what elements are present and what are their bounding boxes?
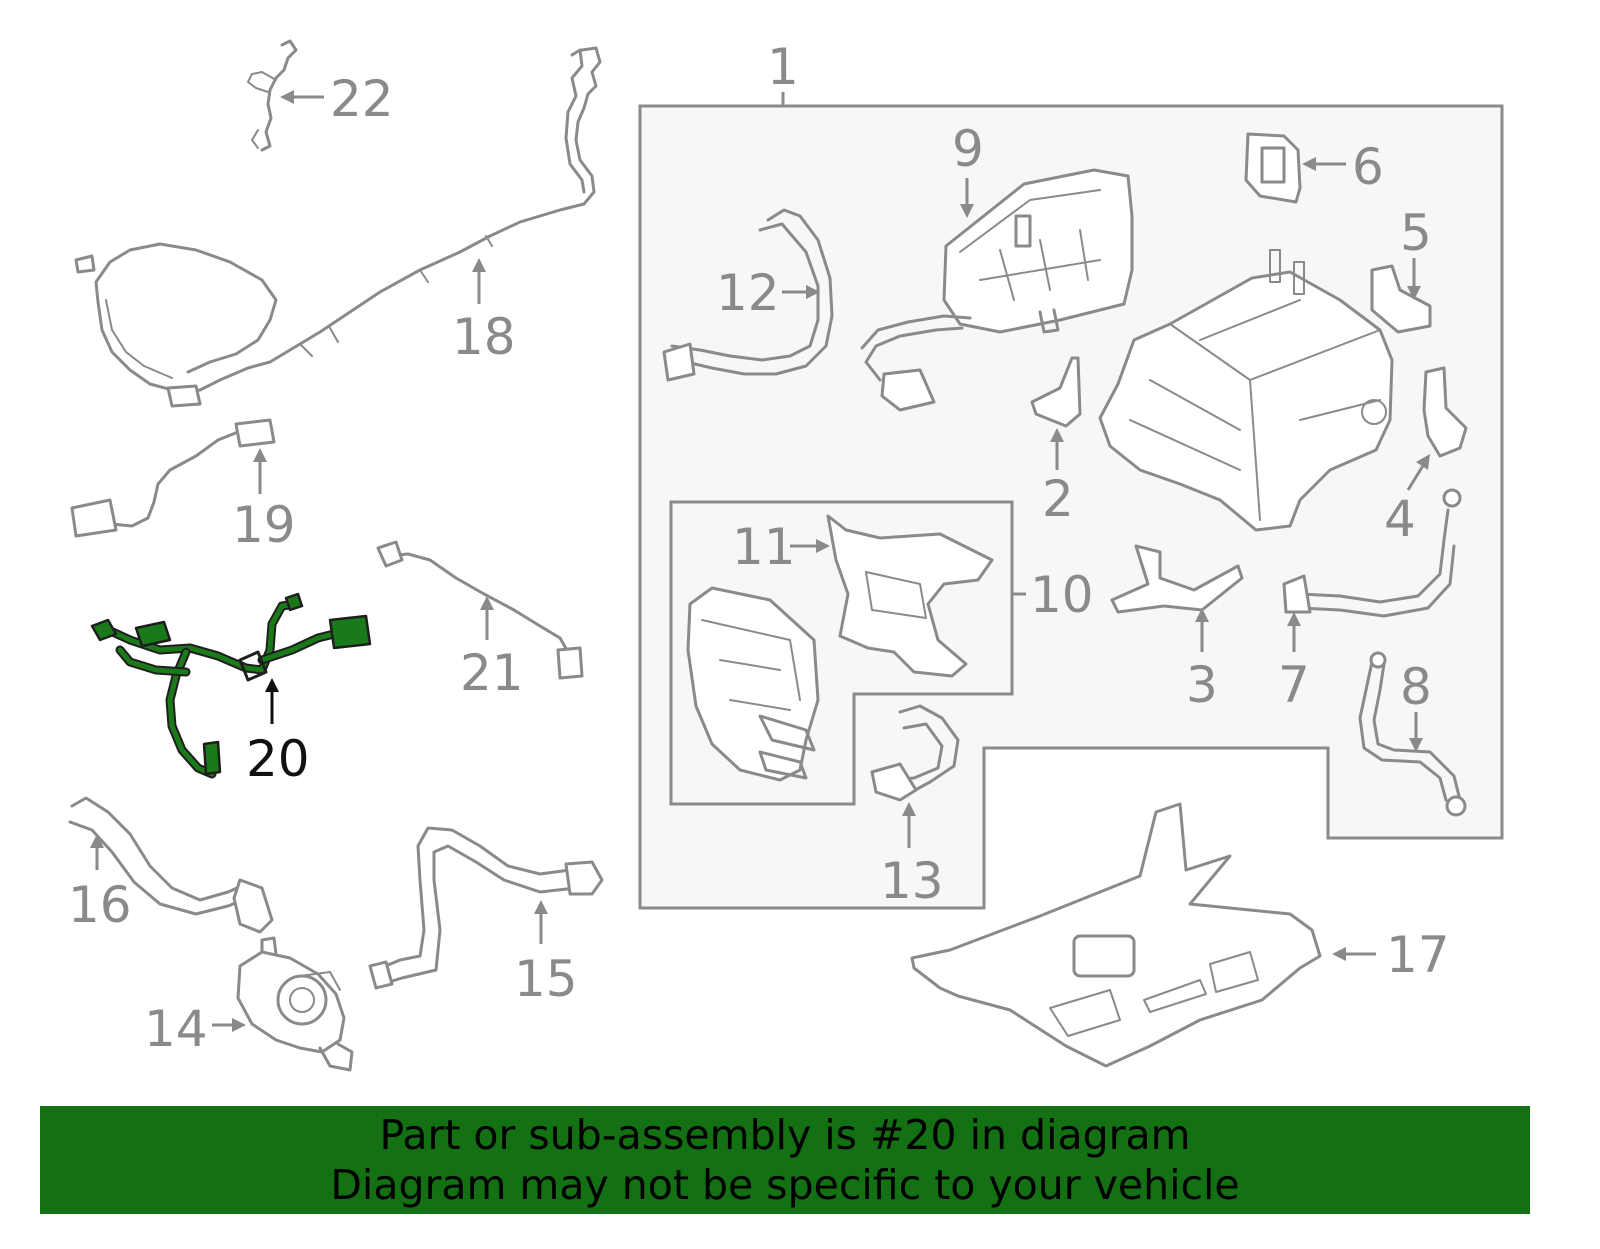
part-10-module[interactable] <box>686 586 820 782</box>
part-3[interactable] <box>1110 544 1244 614</box>
callout-6[interactable]: 6 <box>1352 138 1384 196</box>
callout-17[interactable]: 17 <box>1386 926 1450 984</box>
part-4[interactable] <box>1422 366 1468 458</box>
callout-22[interactable]: 22 <box>330 70 394 128</box>
callout-1[interactable]: 1 <box>767 38 799 96</box>
part-15[interactable] <box>368 826 604 990</box>
callout-11[interactable]: 11 <box>732 518 796 576</box>
callout-18[interactable]: 18 <box>452 308 516 366</box>
main-housing[interactable] <box>1098 249 1394 532</box>
callout-5[interactable]: 5 <box>1400 204 1432 262</box>
part-18[interactable] <box>74 46 602 408</box>
callout-10[interactable]: 10 <box>1030 566 1094 624</box>
banner-line-part: Part or sub-assembly is #20 in diagram <box>379 1111 1191 1159</box>
callout-16[interactable]: 16 <box>68 876 132 934</box>
callout-20[interactable]: 20 <box>246 730 310 788</box>
part-12[interactable] <box>662 208 834 382</box>
part-2[interactable] <box>1030 356 1082 428</box>
callout-2[interactable]: 2 <box>1042 470 1074 528</box>
part-20-highlighted[interactable] <box>90 592 372 779</box>
callout-21[interactable]: 21 <box>460 644 524 702</box>
callout-12[interactable]: 12 <box>716 264 780 322</box>
part-6[interactable] <box>1244 132 1302 204</box>
callout-15[interactable]: 15 <box>514 950 578 1008</box>
part-9[interactable] <box>860 168 1134 412</box>
part-22[interactable] <box>247 39 298 152</box>
callout-4[interactable]: 4 <box>1384 490 1416 548</box>
part-14[interactable] <box>236 936 354 1072</box>
callout-13[interactable]: 13 <box>880 852 944 910</box>
callout-3[interactable]: 3 <box>1186 656 1218 714</box>
part-21[interactable] <box>376 540 584 680</box>
callout-9[interactable]: 9 <box>952 120 984 178</box>
part-7[interactable] <box>1282 488 1462 618</box>
part-16[interactable] <box>68 796 274 934</box>
callout-7[interactable]: 7 <box>1278 656 1310 714</box>
callout-labels: 1 22 18 19 21 20 16 14 15 12 9 6 5 2 4 1… <box>68 38 1450 1058</box>
callout-8[interactable]: 8 <box>1400 658 1432 716</box>
part-13[interactable] <box>870 704 960 802</box>
part-8[interactable] <box>1358 651 1467 817</box>
callout-19[interactable]: 19 <box>232 496 296 554</box>
info-banner: Part or sub-assembly is #20 in diagram D… <box>40 1106 1530 1214</box>
part-11[interactable] <box>826 514 994 678</box>
part-5[interactable] <box>1370 264 1432 334</box>
part-17[interactable] <box>910 802 1322 1068</box>
banner-line-disclaimer: Diagram may not be specific to your vehi… <box>330 1161 1240 1209</box>
part-19[interactable] <box>70 418 276 538</box>
callout-14[interactable]: 14 <box>144 1000 208 1058</box>
leaders <box>90 90 1430 1032</box>
